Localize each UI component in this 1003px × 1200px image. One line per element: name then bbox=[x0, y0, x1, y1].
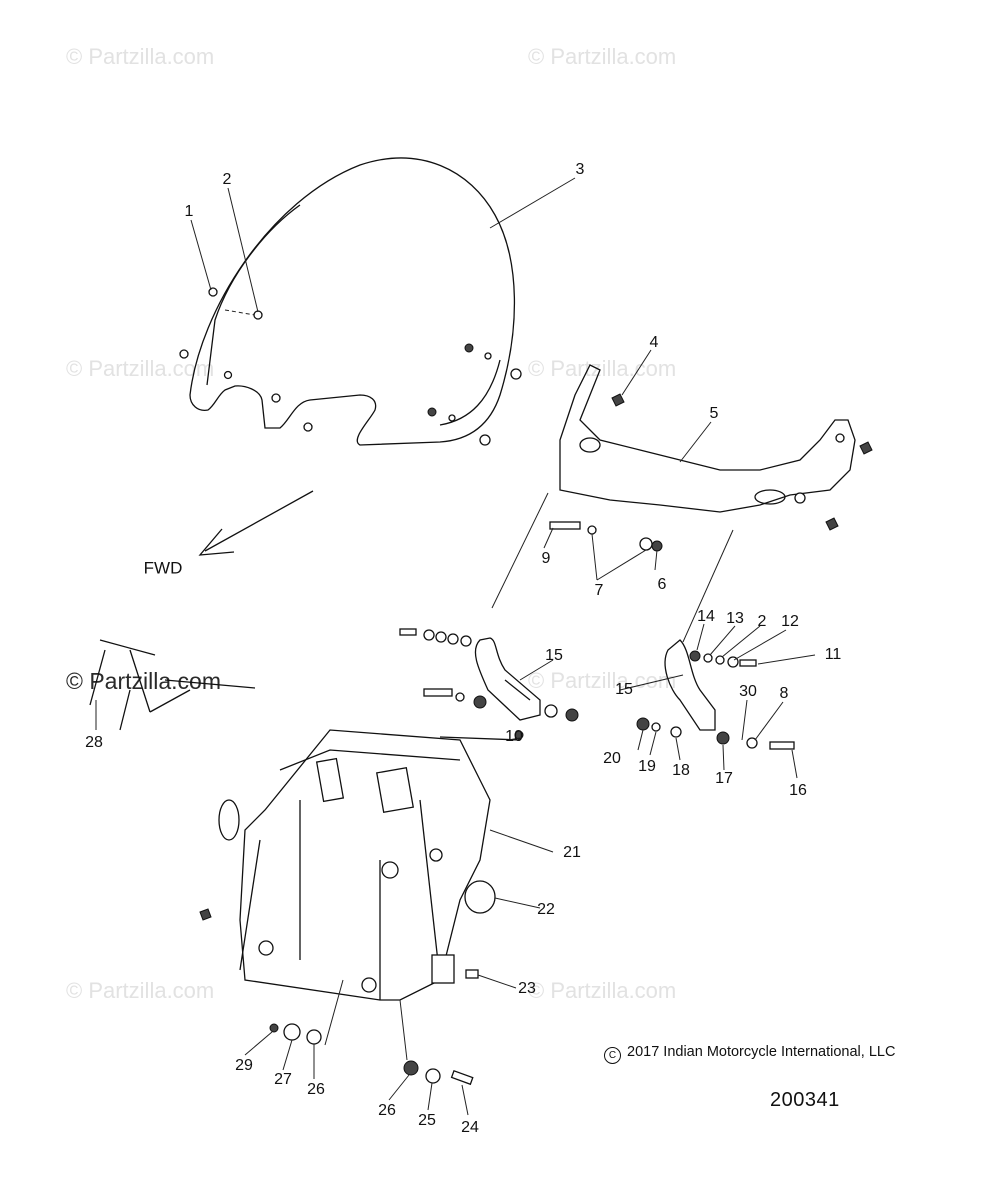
callout-7: 7 bbox=[594, 582, 604, 599]
watermark: © Partzilla.com bbox=[66, 356, 215, 381]
callout-28: 28 bbox=[85, 734, 103, 751]
callout-26: 26 bbox=[307, 1081, 325, 1098]
forward-arrow-icon bbox=[198, 490, 314, 556]
copyright-icon: C bbox=[604, 1047, 621, 1064]
windshield bbox=[179, 157, 522, 446]
watermark: © Partzilla.com bbox=[66, 44, 215, 69]
callout-8: 8 bbox=[779, 685, 789, 702]
callout-10: 10 bbox=[505, 728, 523, 745]
callout-9: 9 bbox=[541, 550, 551, 567]
watermark: © Partzilla.com bbox=[528, 44, 677, 69]
copyright-notice: C 2017 Indian Motorcycle International, L… bbox=[604, 1044, 895, 1064]
callout-23: 23 bbox=[518, 980, 536, 997]
lower-hardware bbox=[269, 979, 474, 1086]
callout-3: 3 bbox=[575, 161, 585, 178]
callout-2b: 2 bbox=[757, 613, 767, 630]
forward-label: FWD bbox=[143, 558, 183, 578]
callout-4: 4 bbox=[649, 334, 659, 351]
callout-11: 11 bbox=[824, 646, 842, 663]
fasteners bbox=[89, 639, 256, 731]
callout-15b: 15 bbox=[615, 681, 633, 698]
callout-18: 18 bbox=[672, 762, 690, 779]
callout-6: 6 bbox=[657, 576, 667, 593]
callout-13: 13 bbox=[726, 610, 744, 627]
watermark: © Partzilla.com bbox=[528, 978, 677, 1003]
watermark: © Partzilla.com bbox=[528, 356, 677, 381]
callout-15: 15 bbox=[545, 647, 563, 664]
left-arm bbox=[399, 628, 579, 722]
callout-22: 22 bbox=[537, 901, 555, 918]
callout-20: 20 bbox=[603, 750, 621, 767]
frame-bracket bbox=[199, 729, 524, 1001]
watermark: © Partzilla.com bbox=[528, 668, 677, 693]
watermark: © Partzilla.com bbox=[66, 978, 215, 1003]
callout-17: 17 bbox=[715, 770, 733, 787]
callout-19: 19 bbox=[638, 758, 656, 775]
callout-26b: 26 bbox=[378, 1102, 396, 1119]
callout-24: 24 bbox=[461, 1119, 479, 1136]
diagram-number: 200341 bbox=[770, 1089, 840, 1111]
callout-14: 14 bbox=[697, 608, 715, 625]
callout-25: 25 bbox=[418, 1112, 436, 1129]
callout-1: 1 bbox=[184, 203, 194, 220]
callout-16: 16 bbox=[789, 782, 807, 799]
leader-lines bbox=[190, 177, 816, 1116]
right-arm bbox=[636, 639, 795, 750]
callout-29: 29 bbox=[235, 1057, 253, 1074]
mount-plate bbox=[491, 364, 873, 643]
callout-12: 12 bbox=[781, 613, 799, 630]
callout-27: 27 bbox=[274, 1071, 292, 1088]
watermark: © Partzilla.com bbox=[66, 668, 221, 694]
copyright-text: 2017 Indian Motorcycle International, LL… bbox=[627, 1044, 896, 1060]
callout-5: 5 bbox=[709, 405, 719, 422]
callout-2: 2 bbox=[222, 171, 232, 188]
callout-21: 21 bbox=[563, 844, 581, 861]
callout-30: 30 bbox=[739, 683, 757, 700]
pivot-hardware bbox=[549, 521, 663, 552]
